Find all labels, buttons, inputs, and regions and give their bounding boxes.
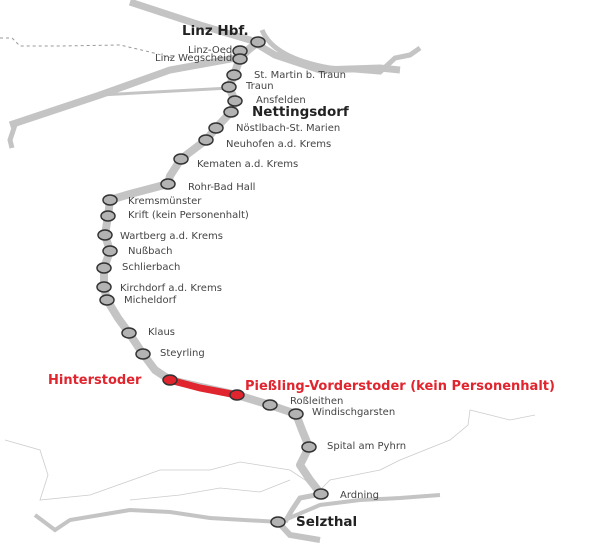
station-marker <box>96 262 112 274</box>
border-dashed <box>0 37 173 59</box>
station-label: Spital am Pyhrn <box>327 441 407 452</box>
station-marker <box>100 210 116 222</box>
station-label: St. Martin b. Traun <box>254 70 346 81</box>
station-marker <box>301 441 317 453</box>
station-marker <box>227 95 243 107</box>
station-marker <box>229 389 245 401</box>
station-marker <box>198 134 214 146</box>
station-label: Nöstlbach-St. Marien <box>236 123 341 134</box>
station-label: Schlierbach <box>122 262 181 273</box>
station-label: Kremsmünster <box>128 196 202 207</box>
river-danube-branch <box>259 28 422 75</box>
border-line-2 <box>129 479 291 501</box>
station-label: Hinterstoder <box>48 373 142 388</box>
station-label: Linz-Oed <box>188 45 233 56</box>
station-marker <box>102 194 118 206</box>
station-marker <box>232 53 248 65</box>
station-label: Roßleithen <box>290 396 344 407</box>
station-marker <box>208 122 224 134</box>
station-label: Rohr-Bad Hall <box>188 182 256 193</box>
station-label: Kirchdorf a.d. Krems <box>120 283 222 294</box>
railway-ardning-branch <box>282 491 322 524</box>
station-marker <box>288 408 304 420</box>
track-highlight-section <box>166 376 241 399</box>
river-small <box>7 124 18 149</box>
station-label: Pießling-Vorderstoder (kein Personenhalt… <box>245 379 555 394</box>
station-marker <box>162 374 178 386</box>
station-label: Klaus <box>148 327 176 338</box>
station-label: Wartberg a.d. Krems <box>120 231 223 242</box>
river-danube <box>128 0 401 74</box>
station-marker <box>226 69 242 81</box>
station-label: Krift (kein Personenhalt) <box>128 210 249 221</box>
station-marker <box>223 106 239 118</box>
station-label: Selzthal <box>296 514 358 530</box>
station-marker <box>102 245 118 257</box>
station-label: Nettingsdorf <box>252 104 349 120</box>
station-marker <box>270 516 286 528</box>
border-line <box>4 409 536 501</box>
station-label: Linz Wegscheid <box>155 53 233 64</box>
station-marker <box>135 348 151 360</box>
station-marker <box>99 294 115 306</box>
station-label: Ansfelden <box>256 95 306 106</box>
station-label: Kematen a.d. Krems <box>197 159 299 170</box>
station-marker <box>160 178 176 190</box>
station-marker <box>96 281 112 293</box>
station-label: Traun <box>246 81 274 92</box>
station-marker <box>97 229 113 241</box>
station-label: Ardning <box>340 490 379 501</box>
railway-west-2 <box>99 86 231 97</box>
station-marker <box>121 327 137 339</box>
station-label: Steyrling <box>160 348 205 359</box>
river-enns <box>33 493 441 533</box>
station-label: Nußbach <box>128 246 173 257</box>
railway-west <box>8 54 237 129</box>
station-marker <box>173 153 189 165</box>
station-marker <box>262 399 278 411</box>
station-label: Micheldorf <box>124 295 177 306</box>
station-label: Windischgarsten <box>312 407 396 418</box>
station-marker <box>313 488 329 500</box>
station-label: Linz Hbf. <box>182 23 249 39</box>
station-marker <box>250 36 266 48</box>
station-marker <box>221 81 237 93</box>
station-label: Neuhofen a.d. Krems <box>226 139 332 150</box>
